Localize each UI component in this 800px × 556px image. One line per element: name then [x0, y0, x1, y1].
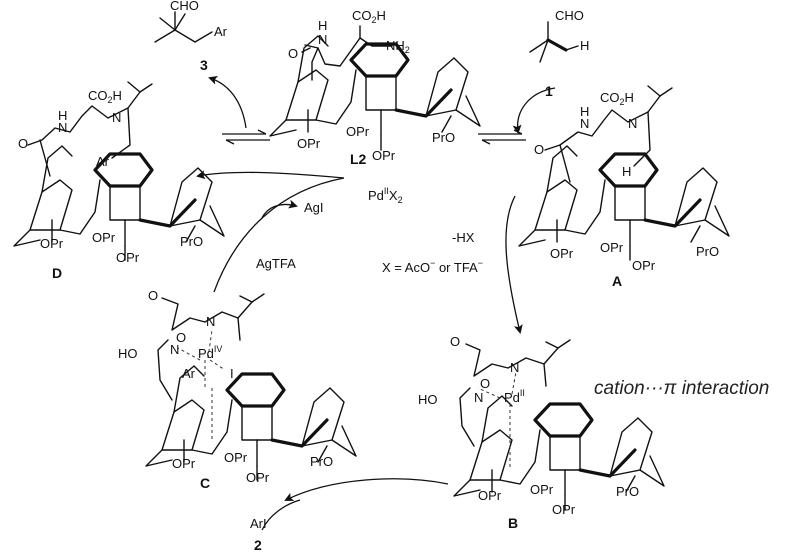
imine-n-label-b: N: [510, 360, 519, 375]
co2h-label-l2: CO2H: [352, 8, 386, 25]
intermediate-c-label: C: [200, 475, 210, 491]
opr-label-d-a: OPr: [40, 236, 64, 251]
intermediate-a-label: A: [612, 273, 622, 289]
carbonyl-o-label-c: O: [148, 288, 158, 303]
h-label-1: H: [580, 38, 589, 53]
imine-n-label-c: N: [206, 314, 215, 329]
iodide-label-c: I: [230, 366, 234, 381]
ar-label-c: Ar: [182, 366, 196, 381]
opr-label-d-c: OPr: [116, 250, 140, 265]
opr-label-d-b: OPr: [92, 230, 116, 245]
opr-label-b-a: OPr: [478, 488, 502, 503]
intermediate-a-structure: O N H CO2H N H OPr OPr OPr PrO A: [517, 85, 731, 289]
intermediate-b-label: B: [508, 515, 518, 531]
equilibrium-arrow-left: [222, 129, 270, 145]
amide-h-label: H: [318, 18, 327, 33]
intermediate-c-structure: O N O N HO PdIV Ar I OPr OPr OPr PrO C: [118, 288, 358, 491]
amide-n-label-b: N: [474, 390, 483, 405]
amide-n-label: N: [318, 32, 327, 47]
product-3-structure: CHO Ar 3: [154, 0, 228, 73]
carbonyl-o-label-d: O: [18, 136, 28, 151]
ho-label-b: HO: [418, 392, 438, 407]
opr-label-l2-b: OPr: [346, 124, 370, 139]
nh2-label-l2: NH2: [386, 38, 410, 55]
pd-label-b: PdII: [504, 388, 525, 405]
o-label-c: O: [176, 330, 186, 345]
opr-label-c-c: OPr: [246, 470, 270, 485]
imine-n-label-d: N: [112, 110, 121, 125]
compound-3-label: 3: [200, 57, 208, 73]
intermediate-d-label: D: [52, 265, 62, 281]
co2h-label-a: CO2H: [600, 90, 634, 107]
opr-label-l2-c: OPr: [372, 148, 396, 163]
opr-label-b-c: OPr: [552, 502, 576, 517]
ar-label-d: Ar: [96, 154, 110, 169]
carbonyl-o-label-a: O: [534, 142, 544, 157]
amide-n-label-c: N: [170, 342, 179, 357]
ligand-l2-structure: O N H CO2H NH2 OPr OPr OPr PrO L2: [268, 8, 482, 167]
pd-label-c: PdIV: [198, 344, 222, 361]
cation-pi-label: cation···π interaction: [594, 378, 769, 399]
co2h-label-d: CO2H: [88, 88, 122, 105]
pro-label-b: PrO: [616, 484, 639, 499]
ari-label: ArI: [250, 516, 267, 531]
arrow-c-to-d: [213, 177, 345, 293]
arrow-substrate-in: [512, 87, 556, 134]
ho-label-c: HO: [118, 346, 138, 361]
ligand-label: L2: [350, 151, 367, 167]
intermediate-b-structure: O N O N HO PdII OPr OPr OPr PrO B: [418, 334, 666, 531]
carbonyl-o-label-b: O: [450, 334, 460, 349]
agtfa-label: AgTFA: [256, 256, 296, 271]
ar-label-3: Ar: [214, 24, 228, 39]
amide-n-label-a: N: [580, 116, 589, 131]
opr-label-a-a: OPr: [550, 246, 574, 261]
agi-label: AgI: [304, 200, 324, 215]
amide-h-label-a: H: [580, 104, 589, 119]
pd-catalyst-label: PdIIX2: [368, 186, 403, 205]
pro-label-l2: PrO: [432, 130, 455, 145]
arrow-b-to-c: [284, 478, 449, 501]
opr-label-c-b: OPr: [224, 450, 248, 465]
equilibrium-arrow-right: [478, 129, 526, 145]
arrow-ari-in: [261, 499, 301, 531]
opr-label-a-b: OPr: [600, 240, 624, 255]
imine-n-label-a: N: [628, 116, 637, 131]
pro-label-d: PrO: [180, 234, 203, 249]
minus-hx-label: -HX: [452, 230, 475, 245]
arrow-agi-release: [261, 199, 298, 219]
amide-h-label-d: H: [58, 108, 67, 123]
substrate-1-structure: CHO H 1: [529, 8, 589, 99]
cho-label-3: CHO: [170, 0, 199, 13]
opr-label-c-a: OPr: [172, 456, 196, 471]
pro-label-a: PrO: [696, 244, 719, 259]
carbonyl-o-label: O: [288, 46, 298, 61]
intermediate-d-structure: O N H CO2H N Ar OPr OPr OPr PrO D: [12, 81, 226, 281]
h-label-a: H: [622, 164, 631, 179]
arrow-d-to-l2: [196, 170, 345, 180]
o-label-b: O: [480, 376, 490, 391]
opr-label-a-c: OPr: [632, 258, 656, 273]
arrow-a-to-b: [505, 195, 523, 334]
compound-2-label: 2: [254, 537, 262, 553]
x-definition-label: X = AcO− or TFA−: [382, 258, 483, 275]
arrow-product-out: [208, 75, 247, 129]
opr-label-b-b: OPr: [530, 482, 554, 497]
compound-1-label: 1: [545, 83, 553, 99]
cho-label-1: CHO: [555, 8, 584, 23]
amide-n-label-d: N: [58, 120, 67, 135]
opr-label-l2-a: OPr: [297, 136, 321, 151]
pro-label-c: PrO: [310, 454, 333, 469]
